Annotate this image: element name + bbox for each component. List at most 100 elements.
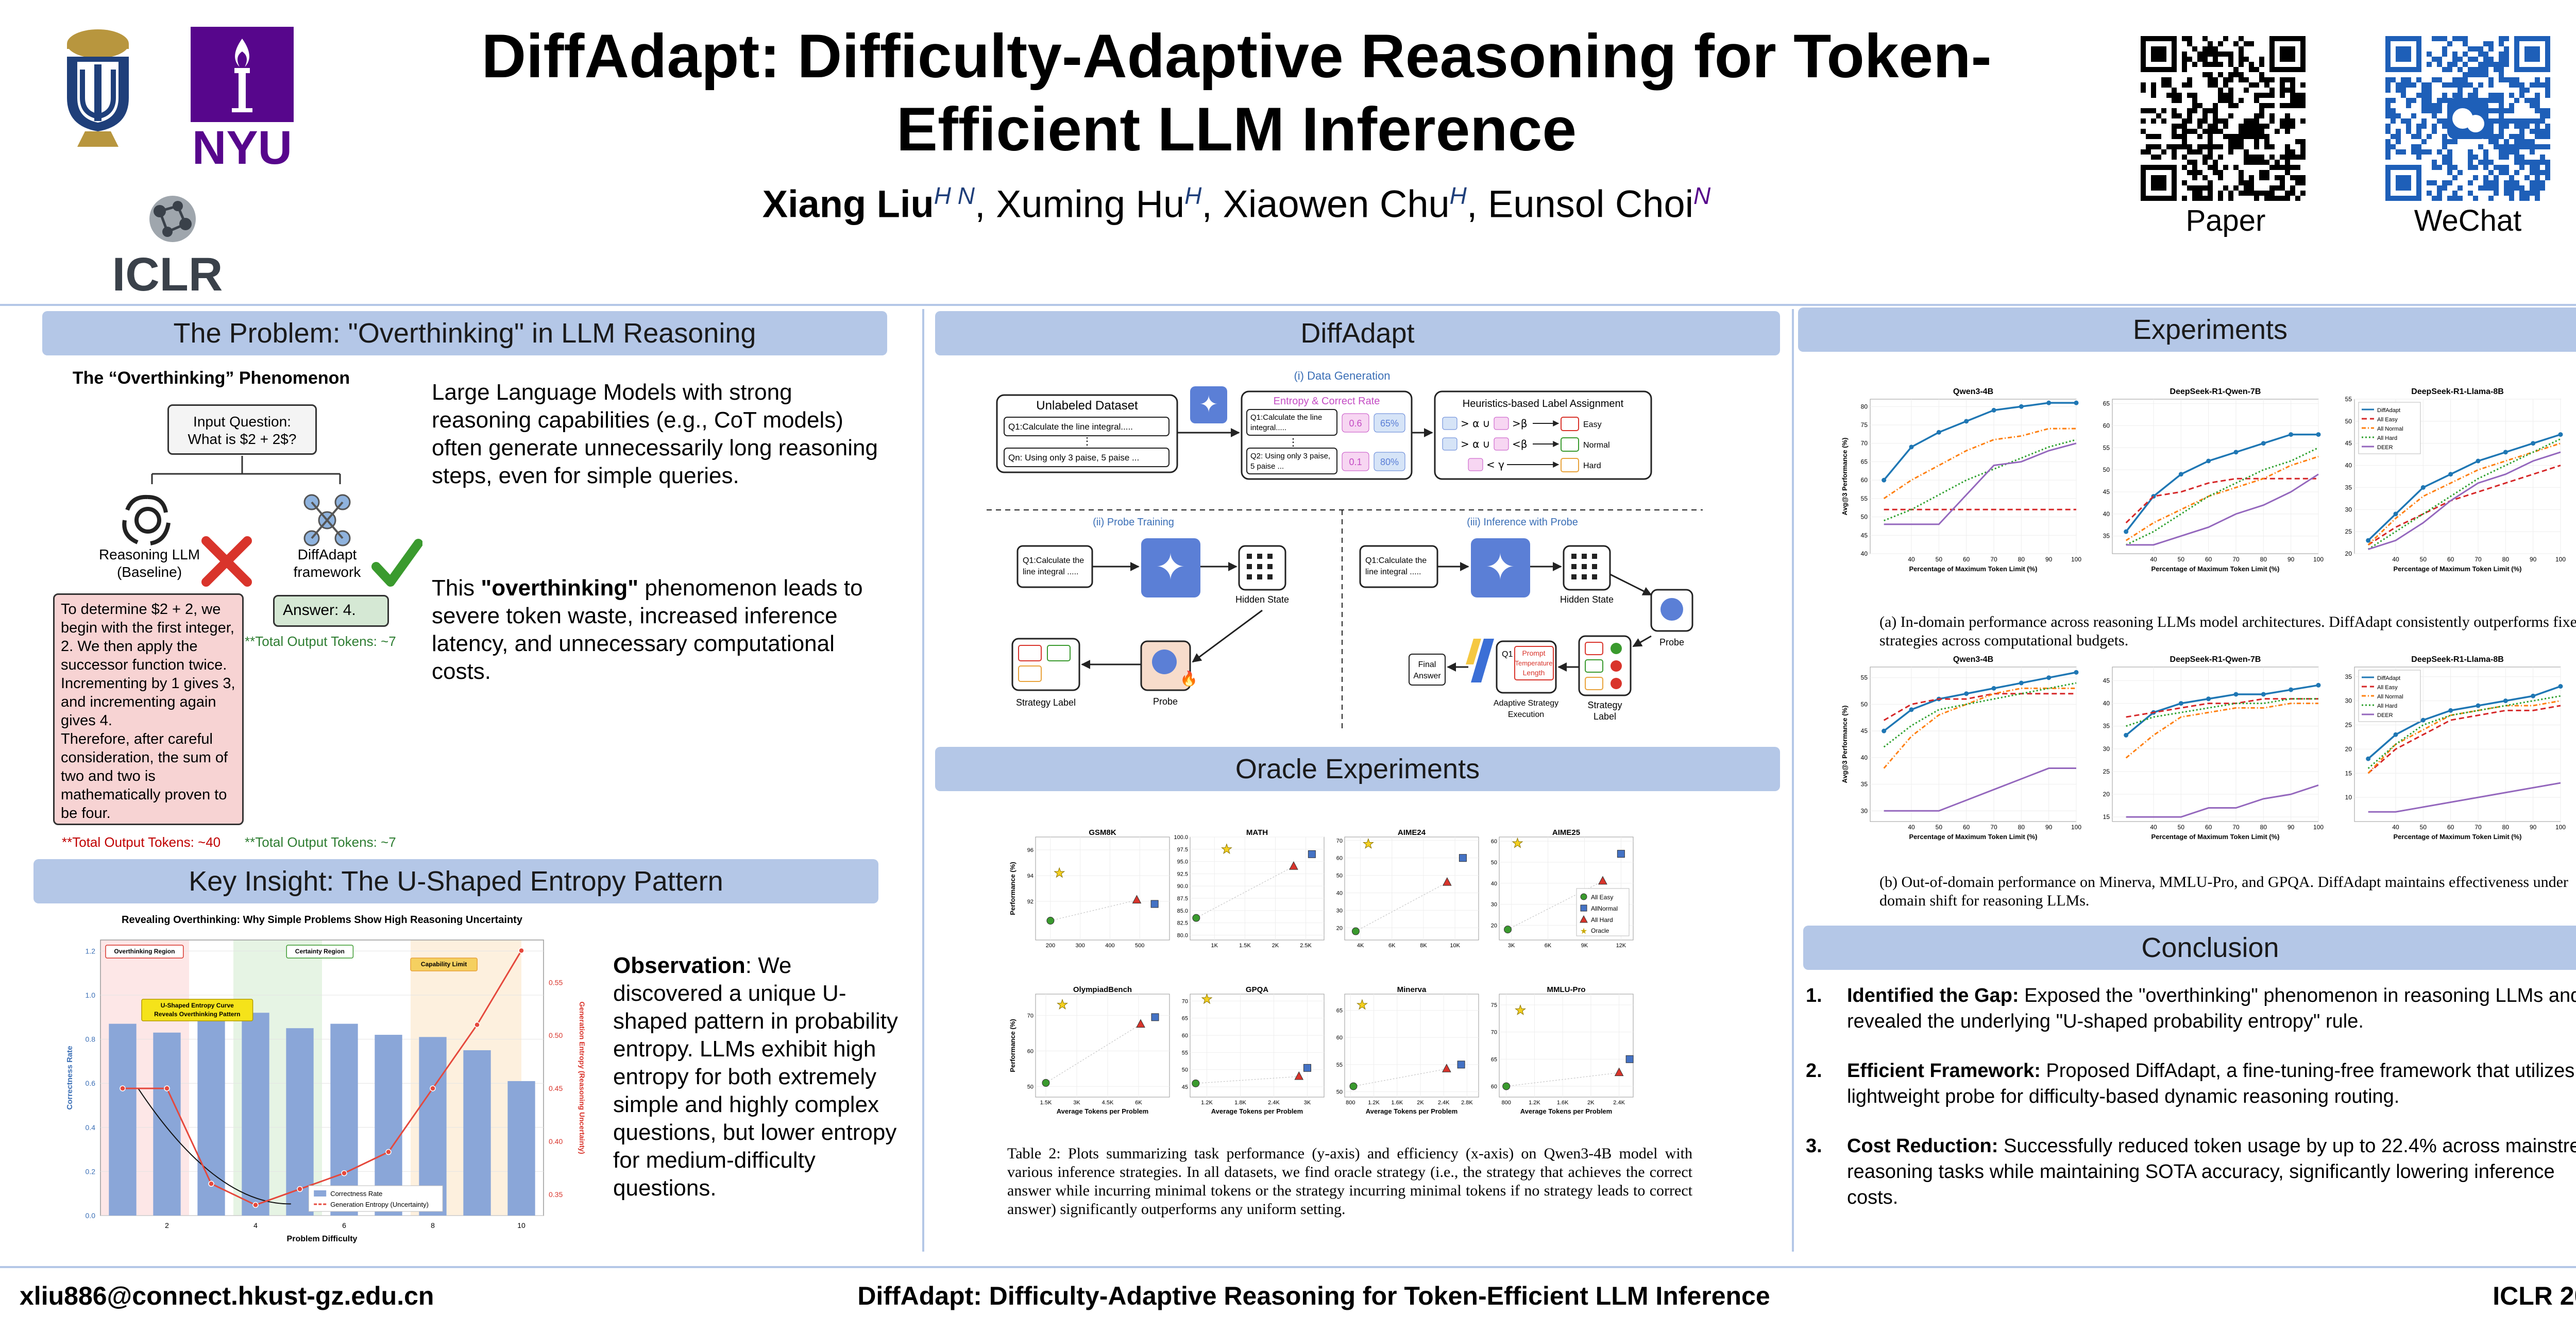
data-generation-title: (i) Data Generation bbox=[1294, 369, 1390, 382]
all-hard-point bbox=[1136, 1019, 1145, 1028]
oracle-panel-title: OlympiadBench bbox=[1073, 985, 1132, 994]
exp-y-tick: 80 bbox=[1861, 403, 1868, 410]
probe-label-1: Probe bbox=[1153, 696, 1178, 707]
exp-x-axis-label: Percentage of Maximum Token Limit (%) bbox=[2151, 833, 2280, 841]
svg-text:Overthinking Region: Overthinking Region bbox=[114, 948, 175, 955]
column-divider-2 bbox=[1792, 309, 1794, 1252]
nyu-logo: NYU bbox=[185, 27, 299, 181]
svg-text:line integral .....: line integral ..... bbox=[1365, 568, 1421, 576]
diffadapt-point bbox=[2531, 441, 2536, 446]
x-tick-label: 6 bbox=[342, 1221, 346, 1229]
exp-panel-title: DeepSeek-R1-Llama-8B bbox=[2411, 655, 2504, 664]
svg-text:DiffAdapt: DiffAdapt bbox=[2377, 675, 2400, 681]
diffadapt-point bbox=[2393, 732, 2398, 737]
oracle-y-tick: 45 bbox=[1182, 1084, 1188, 1090]
svg-text:Q1: Q1 bbox=[1502, 650, 1513, 659]
correctness-bar bbox=[507, 1081, 535, 1216]
author-name: Eunsol Choi bbox=[1488, 182, 1694, 226]
prompt-label: Prompt bbox=[1522, 649, 1545, 657]
probe-training-title: (ii) Probe Training bbox=[1093, 517, 1174, 528]
diffadapt-label: DiffAdapt framework bbox=[293, 546, 361, 580]
diffadapt-point bbox=[2476, 703, 2481, 708]
exp-x-tick: 60 bbox=[2205, 824, 2212, 831]
exp-x-tick: 60 bbox=[2205, 556, 2212, 563]
right-tick-label: 0.45 bbox=[549, 1084, 563, 1092]
oracle-y-tick: 50 bbox=[1336, 1089, 1343, 1095]
svg-text:✦: ✦ bbox=[1485, 546, 1516, 588]
exp-x-tick: 100 bbox=[2555, 824, 2566, 831]
wechat-qr-code[interactable] bbox=[2385, 36, 2550, 201]
short-answer-box: Answer: 4. bbox=[273, 595, 389, 627]
oracle-y-tick: 60 bbox=[1027, 1048, 1033, 1054]
footer-email[interactable]: xliu886@connect.hkust-gz.edu.cn bbox=[20, 1281, 434, 1310]
entropy-chart-title: Revealing Overthinking: Why Simple Probl… bbox=[122, 914, 523, 926]
all-hard-point bbox=[1442, 877, 1452, 886]
oracle-point bbox=[1057, 999, 1068, 1010]
exp-series-line bbox=[2126, 784, 2319, 818]
diffadapt-point bbox=[2366, 756, 2371, 761]
diffadapt-point bbox=[2420, 717, 2426, 723]
entropy-point bbox=[252, 1202, 259, 1208]
oracle-y-tick: 94 bbox=[1027, 873, 1033, 879]
oracle-y-tick: 82.5 bbox=[1177, 920, 1188, 927]
paper-qr-code[interactable] bbox=[2141, 36, 2311, 201]
exp-y-tick: 40 bbox=[1861, 754, 1868, 761]
exp-y-tick: 15 bbox=[2345, 770, 2352, 777]
all-hard-point bbox=[1598, 876, 1607, 885]
exp-x-tick: 40 bbox=[1908, 556, 1915, 563]
correctness-bar bbox=[109, 1023, 137, 1216]
exp-y-tick: 20 bbox=[2345, 550, 2352, 557]
experiments-caption-b: (b) Out-of-domain performance on Minerva… bbox=[1879, 874, 2568, 909]
paper-qr-label: Paper bbox=[2185, 204, 2266, 237]
iclr-logo: ICLR bbox=[95, 185, 240, 299]
oracle-y-tick: 92 bbox=[1027, 899, 1033, 905]
oracle-x-tick: 1.8K bbox=[1234, 1100, 1246, 1106]
oracle-x-tick: 3K bbox=[1073, 1100, 1080, 1106]
diffadapt-point bbox=[2316, 682, 2321, 688]
exp-y-tick: 40 bbox=[2103, 510, 2110, 518]
exp-x-tick: 60 bbox=[2447, 556, 2454, 563]
oracle-y-tick: 70 bbox=[1336, 838, 1343, 844]
oracle-x-tick: 8K bbox=[1420, 943, 1427, 949]
author-separator: , bbox=[974, 182, 996, 226]
exp-x-tick: 60 bbox=[2447, 824, 2454, 831]
oracle-x-tick: 300 bbox=[1075, 943, 1084, 949]
svg-text:Certainty Region: Certainty Region bbox=[295, 948, 345, 955]
diffadapt-point bbox=[2420, 485, 2426, 490]
footer-divider bbox=[0, 1266, 2576, 1268]
label-hard: Hard bbox=[1583, 462, 1601, 470]
oracle-panel-title: AIME24 bbox=[1398, 828, 1426, 837]
strategy-label-1: Strategy Label bbox=[1016, 697, 1076, 708]
oracle-x-tick: 1.2K bbox=[1201, 1100, 1213, 1106]
baseline-label: Reasoning LLM (Baseline) bbox=[98, 546, 200, 580]
exp-x-tick: 90 bbox=[2287, 556, 2295, 563]
exp-x-tick: 50 bbox=[1936, 824, 1943, 831]
diffadapt-point bbox=[2448, 472, 2453, 477]
correctness-bar bbox=[463, 1050, 491, 1216]
oracle-y-tick: 50 bbox=[1182, 1067, 1188, 1073]
oracle-y-axis-label: Performance (%) bbox=[1009, 1019, 1016, 1072]
right-tick-label: 0.35 bbox=[549, 1190, 563, 1199]
diffadapt-point bbox=[2124, 529, 2129, 534]
exp-series-line bbox=[2125, 703, 2318, 759]
exp-panel-title: Qwen3-4B bbox=[1953, 655, 1993, 664]
oracle-x-tick: 1.5K bbox=[1239, 943, 1251, 949]
exp-series-line bbox=[1883, 428, 2076, 500]
exp-series-line bbox=[2125, 456, 2319, 541]
exp-series-line bbox=[2125, 684, 2319, 736]
svg-text:All Normal: All Normal bbox=[2377, 694, 2403, 700]
author-affiliation: N bbox=[1693, 182, 1711, 209]
oracle-x-axis-label: Average Tokens per Problem bbox=[1057, 1107, 1148, 1115]
exp-x-tick: 50 bbox=[2420, 556, 2427, 563]
svg-text:>β: >β bbox=[1512, 417, 1528, 430]
oracle-y-tick: 100.0 bbox=[1174, 834, 1188, 841]
column-divider-1 bbox=[922, 309, 924, 1252]
exp-y-tick: 50 bbox=[1861, 700, 1868, 708]
exp-y-tick: 50 bbox=[2345, 418, 2352, 425]
oracle-x-tick: 6K bbox=[1388, 943, 1396, 949]
exp-x-tick: 40 bbox=[2150, 556, 2157, 563]
